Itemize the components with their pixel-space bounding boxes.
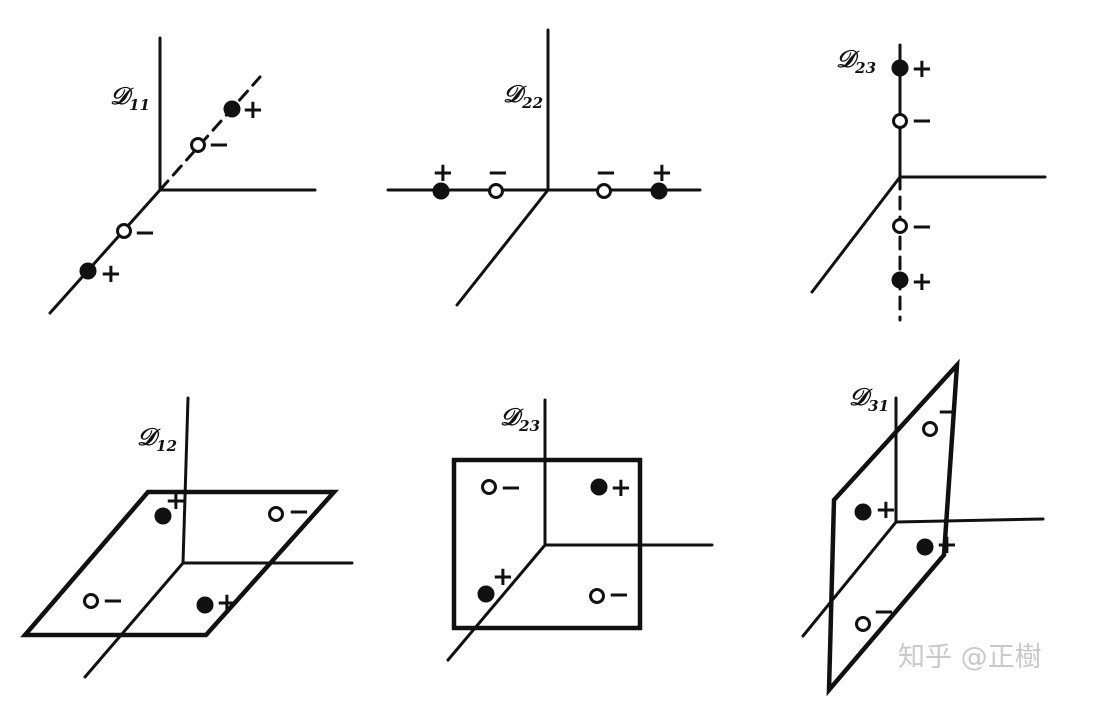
- charge-dot-filled: [477, 585, 495, 603]
- panel-label-d31: 𝒟31: [849, 382, 889, 415]
- panel-d11: [48, 36, 317, 315]
- plane-parallelogram: [826, 358, 960, 697]
- charge-sign-plus: +: [242, 95, 264, 125]
- charge-dot-filled: [154, 507, 172, 525]
- panel-label-d12: 𝒟12: [137, 422, 177, 455]
- charge-sign-plus: +: [610, 473, 632, 503]
- charge-sign-plus: +: [492, 562, 514, 592]
- panel-d23-top: [810, 43, 1047, 322]
- axis-diagonal: [83, 561, 185, 679]
- charge-dot-open: [922, 421, 938, 437]
- charge-sign-minus: −: [873, 597, 895, 627]
- charge-dot-filled: [891, 271, 909, 289]
- axis-diagonal: [48, 188, 162, 315]
- charge-sign-minus: −: [911, 212, 933, 242]
- charge-sign-minus: −: [288, 497, 310, 527]
- charge-sign-minus: −: [487, 158, 509, 188]
- charge-sign-minus: −: [608, 580, 630, 610]
- charge-sign-plus: +: [100, 259, 122, 289]
- charge-sign-minus: −: [937, 397, 959, 427]
- charge-dot-filled: [891, 59, 909, 77]
- charge-sign-plus: +: [432, 158, 454, 188]
- axis-diagonal-dashed: [158, 75, 262, 192]
- charge-dot-filled: [916, 538, 934, 556]
- charge-dot-open: [855, 616, 871, 632]
- charge-dot-open: [488, 183, 504, 199]
- charge-dot-filled: [590, 478, 608, 496]
- panel-label-d22: 𝒟22: [503, 79, 543, 112]
- watermark-text: 知乎 @正樹: [898, 642, 1042, 673]
- plane-rhombus: [20, 489, 340, 638]
- plane-square: [451, 457, 643, 631]
- charge-sign-plus: +: [911, 54, 933, 84]
- panel-d22: [386, 28, 702, 307]
- panel-d31: [801, 358, 1045, 697]
- charge-dot-filled: [79, 262, 97, 280]
- charge-dot-open: [892, 218, 908, 234]
- charge-dot-open: [268, 506, 284, 522]
- axis-diagonal: [446, 543, 547, 662]
- axis-vertical: [181, 396, 190, 565]
- charge-dot-filled: [854, 503, 872, 521]
- charge-sign-plus: +: [651, 158, 673, 188]
- axis-horizontal: [894, 517, 1045, 524]
- charge-sign-minus: −: [134, 218, 156, 248]
- charge-dot-open: [116, 223, 132, 239]
- charge-sign-minus: −: [102, 586, 124, 616]
- charge-sign-plus: +: [875, 495, 897, 525]
- charge-dot-open: [83, 593, 99, 609]
- charge-dot-open: [481, 479, 497, 495]
- panel-d23-bottom: [446, 398, 714, 662]
- charge-sign-plus: +: [911, 267, 933, 297]
- charge-sign-minus: −: [595, 158, 617, 188]
- charge-sign-plus: +: [165, 486, 187, 516]
- charge-sign-minus: −: [911, 106, 933, 136]
- charge-dot-open: [892, 113, 908, 129]
- panel-label-d23-bottom: 𝒟23: [500, 402, 540, 435]
- charge-dot-filled: [196, 596, 214, 614]
- panel-label-d23-top: 𝒟23: [836, 44, 876, 77]
- charge-dot-open: [589, 588, 605, 604]
- axis-diagonal: [810, 175, 902, 294]
- panel-d12: [20, 396, 354, 679]
- charge-sign-minus: −: [208, 130, 230, 160]
- charge-dot-filled: [432, 182, 450, 200]
- axis-diagonal: [455, 188, 550, 307]
- axis-diagonal: [801, 520, 898, 638]
- panel-label-d11: 𝒟11: [110, 81, 150, 114]
- charge-dot-filled: [650, 182, 668, 200]
- charge-dot-filled: [223, 100, 241, 118]
- charge-sign-minus: −: [500, 473, 522, 503]
- charge-dot-open: [596, 183, 612, 199]
- charge-sign-plus: +: [216, 588, 238, 618]
- charge-sign-plus: +: [936, 530, 958, 560]
- charge-dot-open: [190, 137, 206, 153]
